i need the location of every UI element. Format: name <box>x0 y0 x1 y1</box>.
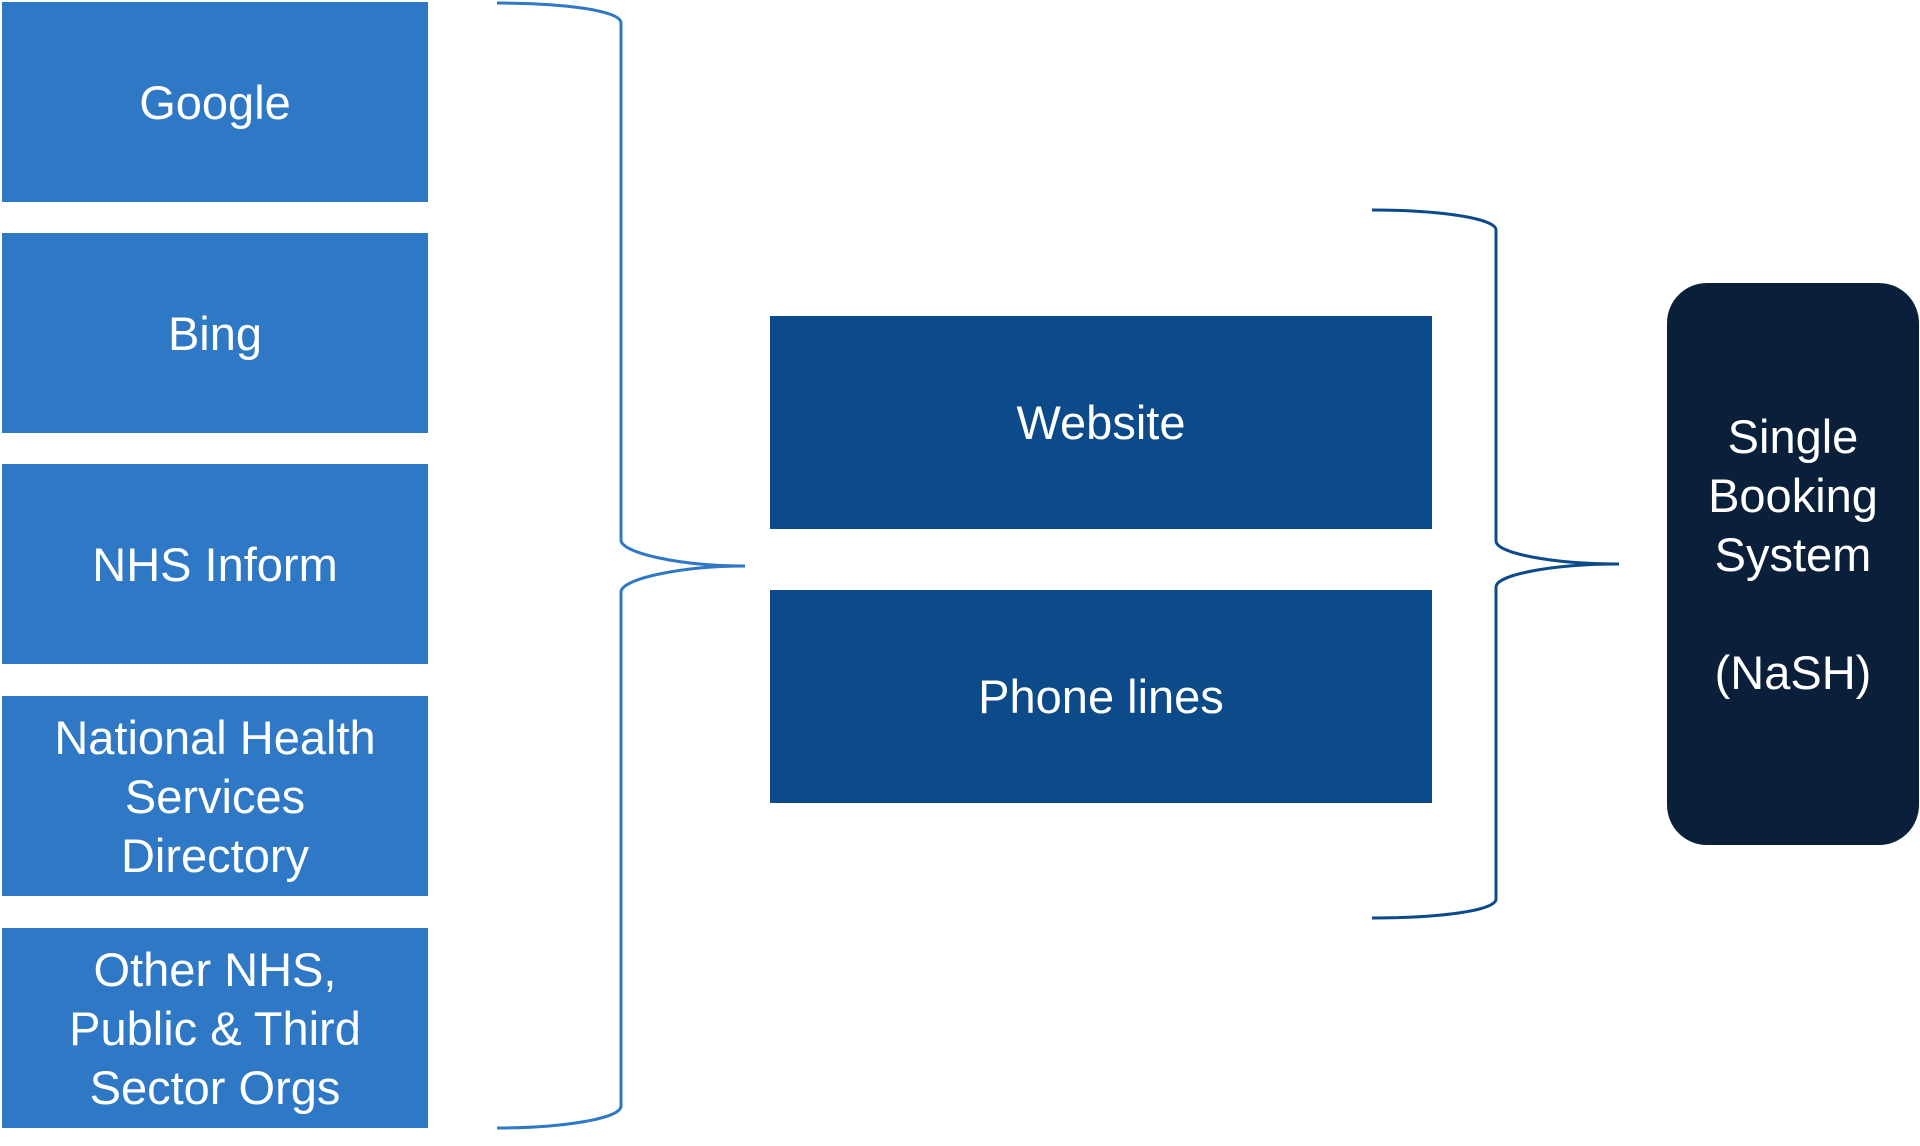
single-booking-system-box: Single Booking System (NaSH) <box>1667 283 1919 845</box>
source-box-other-orgs: Other NHS, Public & Third Sector Orgs <box>2 928 428 1128</box>
left-curly-brace <box>496 1 746 1130</box>
channel-box-website: Website <box>770 316 1432 529</box>
source-box-national-health-services-directory: National Health Services Directory <box>2 696 428 896</box>
channel-box-phone-lines: Phone lines <box>770 590 1432 803</box>
source-box-google: Google <box>2 2 428 202</box>
source-box-bing: Bing <box>2 233 428 433</box>
source-box-nhs-inform: NHS Inform <box>2 464 428 664</box>
